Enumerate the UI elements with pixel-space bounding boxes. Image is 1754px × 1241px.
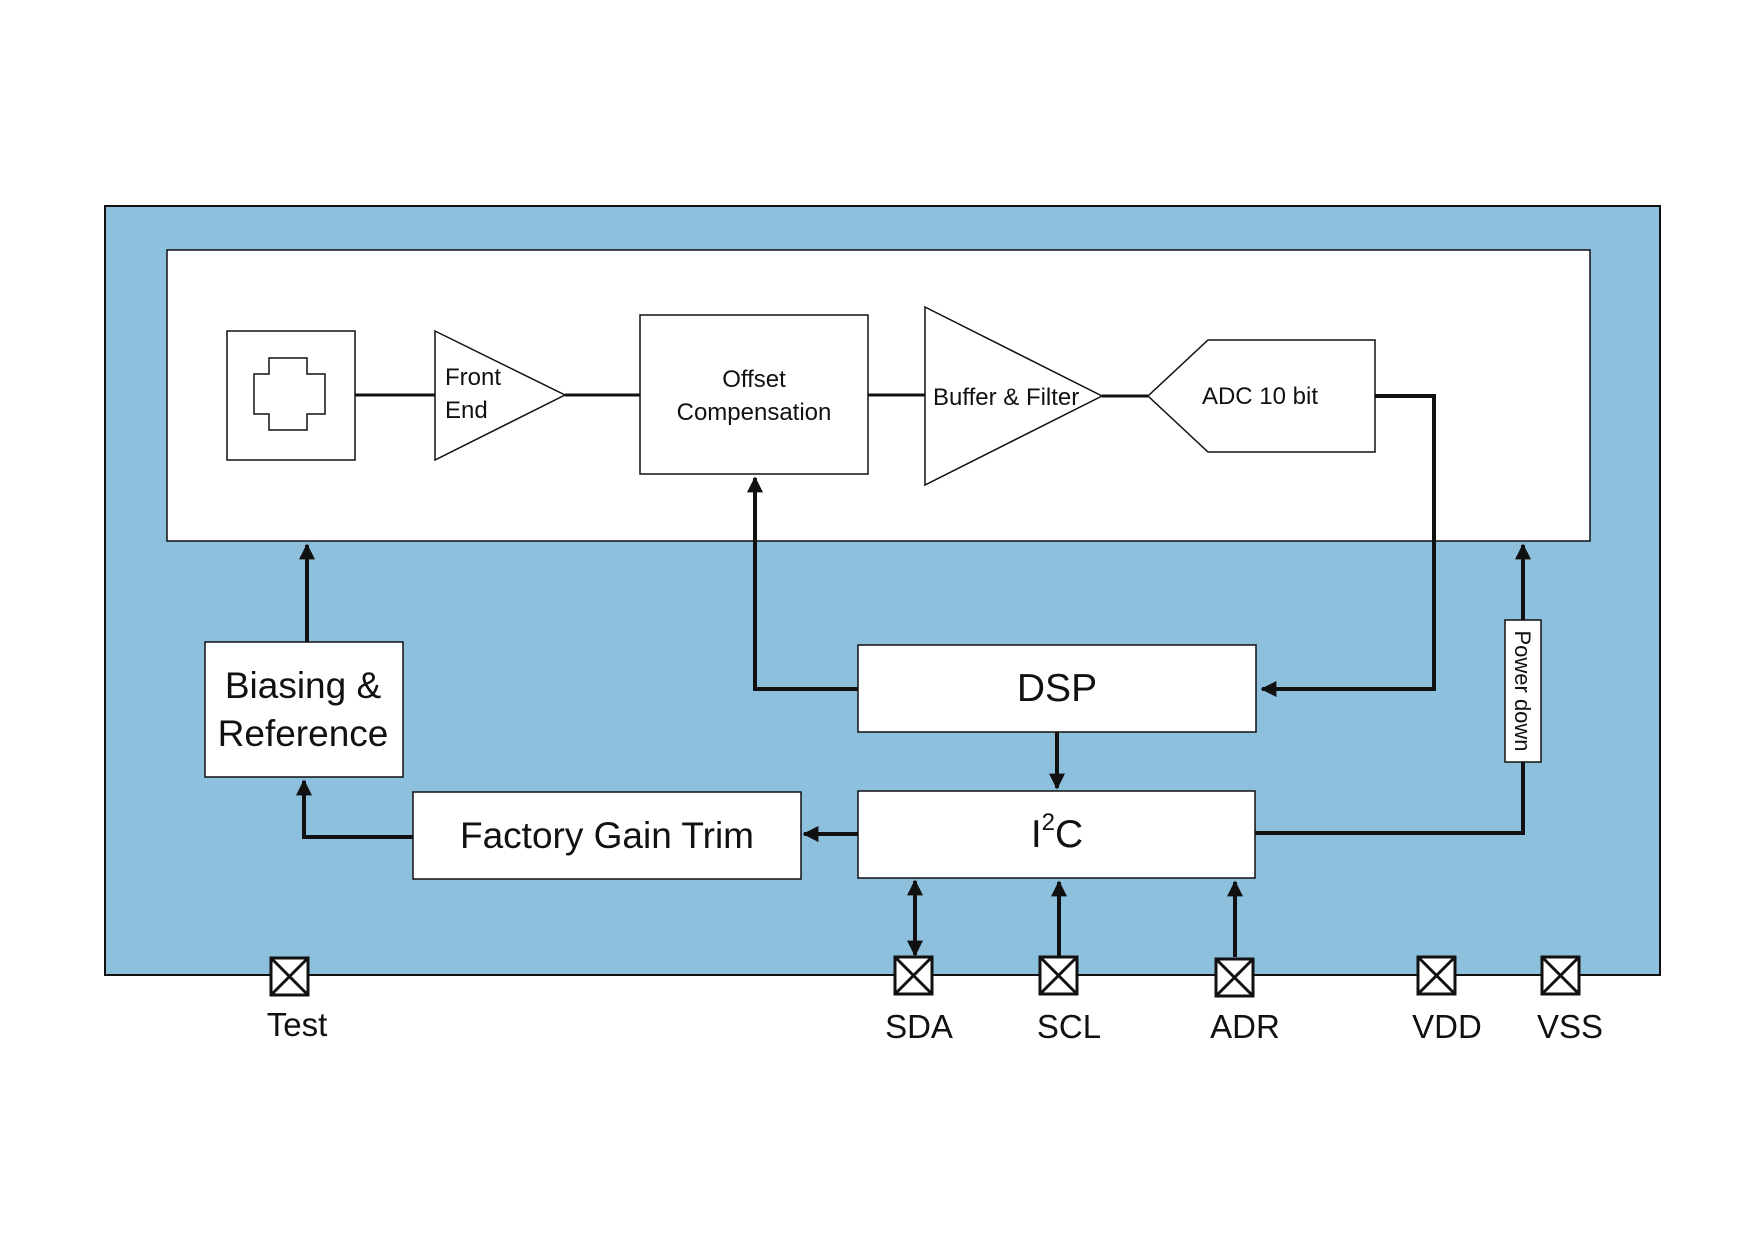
hall-sensor-plate-icon [253,357,326,431]
arrow-adc-to-dsp [1260,394,1436,697]
dsp-label: DSP [1017,667,1097,710]
offset-label-1: Offset [722,366,786,393]
pin-label-vss: VSS [1537,1008,1603,1045]
pin-pad-icon [893,955,934,996]
dsp-block: DSP [857,644,1257,733]
arrow-dsp-to-offset [747,476,858,691]
power-down-label: Power down [1510,630,1535,751]
offset-compensation-block: Offset Compensation [639,314,869,475]
pin-sda: SDA [885,955,953,1045]
pin-pad-icon [269,956,310,997]
factory-gain-trim-label: Factory Gain Trim [460,815,754,856]
pin-test: Test [267,956,328,1043]
pin-label-test: Test [267,1006,328,1043]
pin-adr: ADR [1210,957,1280,1045]
biasing-label-2: Reference [218,713,389,754]
factory-gain-trim-block: Factory Gain Trim [412,791,802,880]
adc-label: ADC 10 bit [1202,383,1318,410]
pin-vdd: VDD [1412,955,1482,1045]
pin-pad-icon [1038,955,1079,996]
pin-pad-icon [1540,955,1581,996]
pin-label-adr: ADR [1210,1008,1280,1045]
adc-block: ADC 10 bit [1146,339,1376,453]
pin-pad-icon [1214,957,1255,998]
signal-chain-wires [355,393,1148,398]
i2c-label: I2C [1031,809,1083,856]
buffer-filter-amplifier: Buffer & Filter [924,305,1104,487]
pin-label-vdd: VDD [1412,1008,1482,1045]
wire-i2c-to-power-down [1255,762,1525,835]
arrow-factory-to-biasing [296,779,413,839]
offset-label-2: Compensation [677,399,832,426]
pin-label-sda: SDA [885,1008,953,1045]
pin-scl: SCL [1037,955,1101,1045]
pin-vss: VSS [1537,955,1603,1045]
sensor-block [226,330,356,461]
pin-label-scl: SCL [1037,1008,1101,1045]
power-down-label-box: Power down [1504,619,1542,763]
front-end-label-2: End [445,397,488,424]
buffer-filter-label: Buffer & Filter [933,384,1079,411]
biasing-label-1: Biasing & [225,665,382,706]
control-wires [296,394,1531,957]
front-end-label-1: Front [445,364,501,391]
biasing-reference-block: Biasing & Reference [204,641,404,778]
pin-pad-icon [1416,955,1457,996]
i2c-block: I2C [857,790,1256,879]
